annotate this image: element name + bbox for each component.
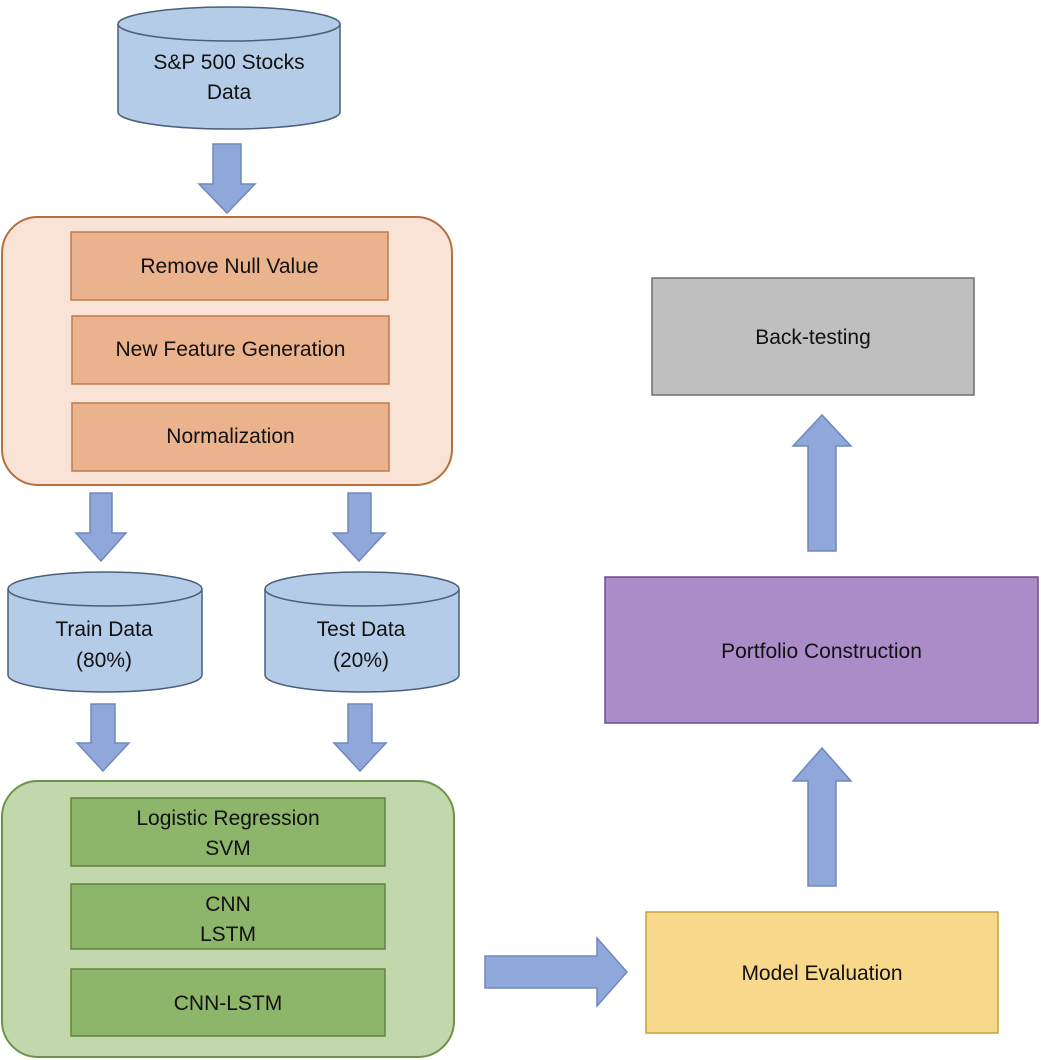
back-testing-box: Back-testing	[651, 277, 975, 396]
arrow-down-icon	[74, 492, 128, 563]
model1-label-line1: Logistic Regression	[136, 807, 319, 830]
arrow-down-icon	[332, 703, 388, 773]
back-testing-label: Back-testing	[755, 326, 871, 349]
portfolio-construction-label: Portfolio Construction	[721, 640, 922, 663]
remove-null-value-step: Remove Null Value	[70, 231, 389, 301]
models-group: Logistic Regression SVM CNN LSTM CNN-LST…	[1, 780, 455, 1058]
model2-label-line2: LSTM	[200, 923, 256, 946]
cnn-lstm-box: CNN LSTM	[70, 883, 386, 950]
arrow-right-icon	[484, 936, 629, 1008]
remove-null-value-label: Remove Null Value	[140, 255, 318, 278]
model-evaluation-box: Model Evaluation	[645, 911, 999, 1034]
train-data-label-line1: Train Data	[55, 618, 153, 641]
model-evaluation-label: Model Evaluation	[741, 962, 902, 985]
cnn-lstm-hybrid-box: CNN-LSTM	[70, 968, 386, 1037]
test-data-cylinder: Test Data (20%)	[264, 571, 460, 693]
test-data-label-line1: Test Data	[317, 618, 406, 641]
arrow-down-icon	[197, 143, 257, 215]
new-feature-generation-label: New Feature Generation	[116, 338, 346, 361]
normalization-label: Normalization	[166, 425, 294, 448]
logistic-regression-svm-box: Logistic Regression SVM	[70, 797, 386, 867]
sp500-label-line1: S&P 500 Stocks	[153, 51, 304, 74]
model2-label-line1: CNN	[205, 893, 251, 916]
sp500-data-cylinder: S&P 500 Stocks Data	[117, 6, 341, 130]
arrow-up-icon	[791, 746, 853, 887]
normalization-step: Normalization	[71, 402, 390, 472]
arrow-up-icon	[791, 413, 853, 552]
new-feature-generation-step: New Feature Generation	[71, 315, 390, 385]
model1-label-line2: SVM	[205, 837, 251, 860]
train-data-label-line2: (80%)	[76, 649, 132, 672]
arrow-down-icon	[331, 492, 387, 563]
train-data-cylinder: Train Data (80%)	[7, 571, 203, 693]
portfolio-construction-box: Portfolio Construction	[604, 576, 1039, 724]
sp500-label-line2: Data	[207, 81, 252, 104]
model3-label: CNN-LSTM	[174, 992, 283, 1015]
preprocessing-group: Remove Null Value New Feature Generation…	[1, 216, 453, 486]
test-data-label-line2: (20%)	[333, 649, 389, 672]
arrow-down-icon	[75, 703, 131, 773]
